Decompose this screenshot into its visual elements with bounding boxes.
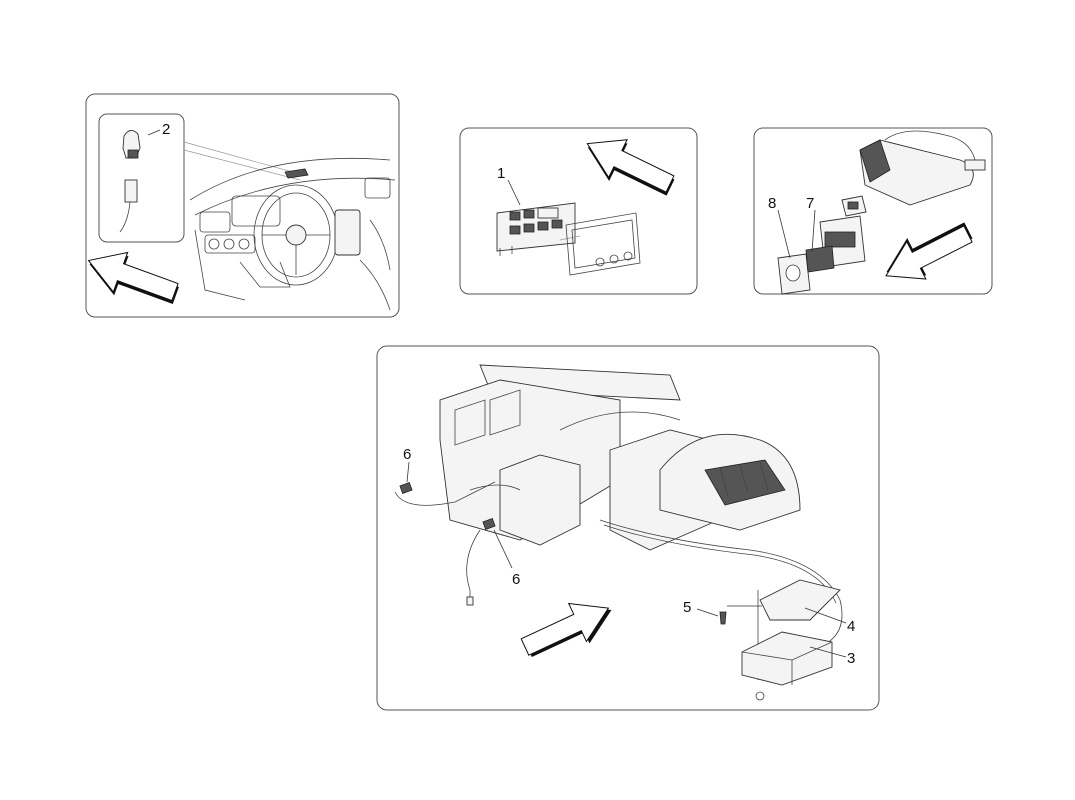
callout-7: 7 — [806, 195, 814, 212]
callout-1: 1 — [497, 165, 505, 182]
screw-part — [719, 611, 765, 701]
panel-hvac-unit: 6 6 5 4 3 — [376, 345, 880, 711]
panel-console-switch: 8 7 — [753, 127, 993, 295]
panel-climate-control: 1 — [459, 124, 698, 295]
callout-6-lower: 6 — [512, 571, 520, 588]
trim-part — [777, 245, 835, 295]
console-cover-part — [859, 130, 986, 206]
control-module-part — [741, 631, 833, 686]
callout-8: 8 — [768, 195, 776, 212]
detail-inset — [98, 113, 185, 243]
bracket-part — [757, 579, 841, 680]
temperature-sensor-part — [399, 482, 496, 530]
callout-2: 2 — [162, 121, 170, 138]
dashboard-illustration — [189, 158, 396, 311]
callout-4: 4 — [847, 618, 855, 635]
sensor-part — [119, 130, 141, 233]
bezel-part — [565, 212, 641, 276]
callout-6-upper: 6 — [403, 446, 411, 463]
hvac-assembly — [394, 364, 843, 651]
callout-3: 3 — [847, 650, 855, 667]
control-unit-part — [496, 202, 576, 256]
panel-dashboard: 2 — [80, 93, 400, 318]
callout-5: 5 — [683, 599, 691, 616]
